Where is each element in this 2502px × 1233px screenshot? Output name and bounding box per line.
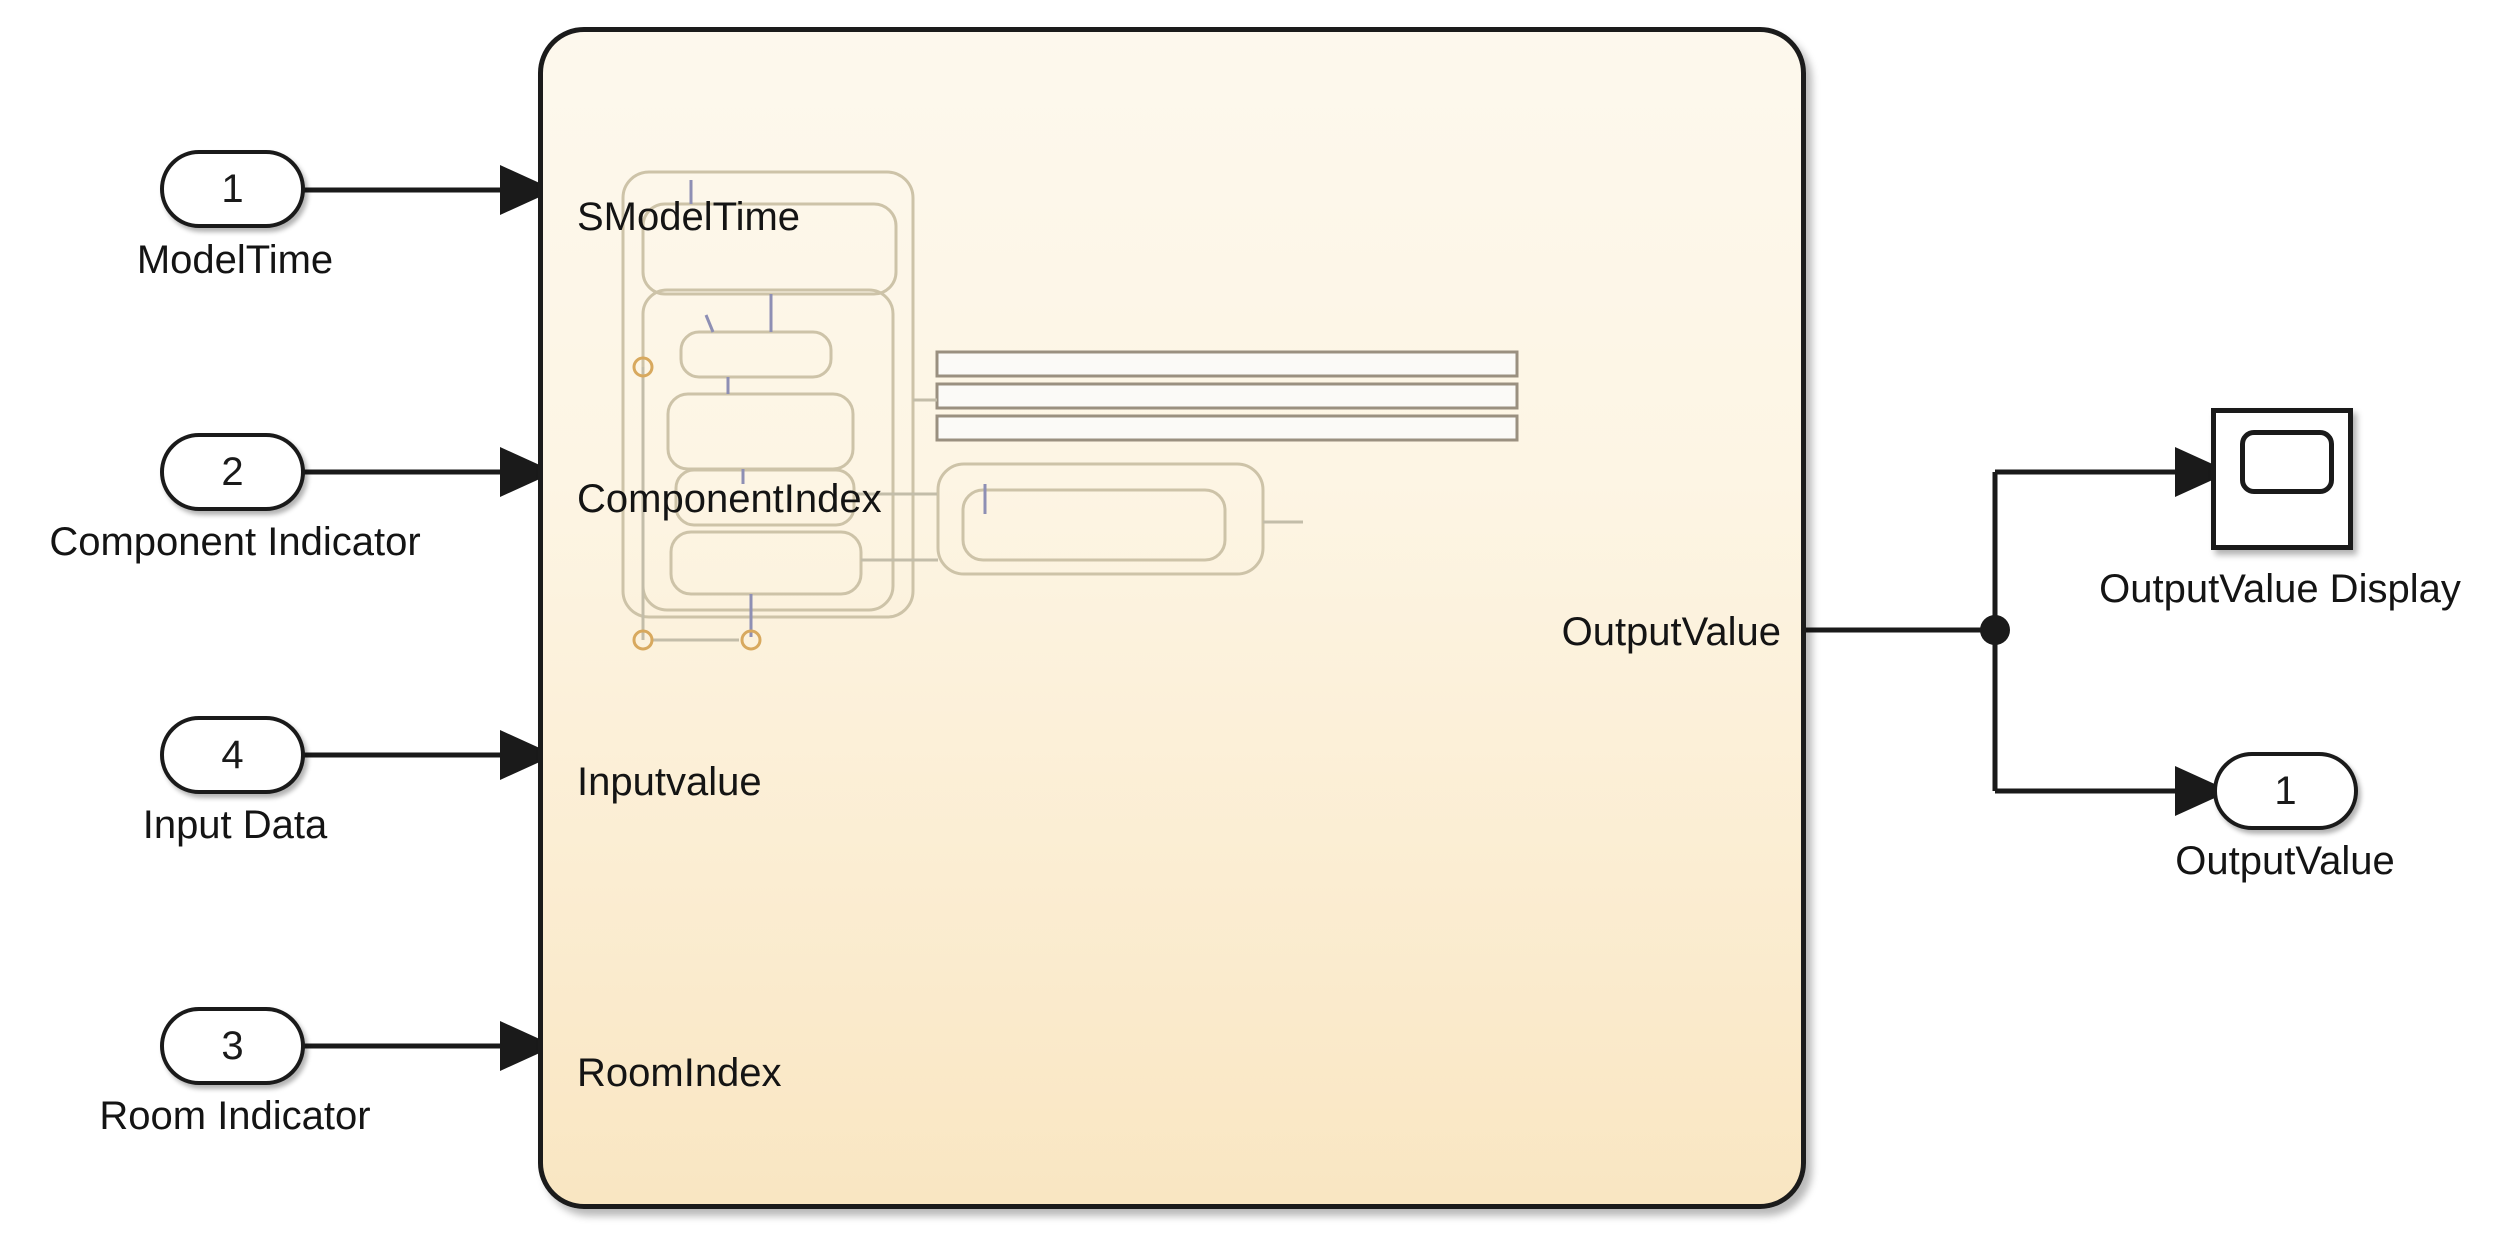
inport-number: 4 (221, 732, 244, 777)
inport-caption-2: Component Indicator (49, 520, 421, 564)
outport-number: 1 (2274, 768, 2297, 813)
inport-number: 2 (221, 449, 244, 494)
inport-caption-3: Room Indicator (99, 1094, 371, 1138)
subsystem-inport-label-roomindex: RoomIndex (577, 1051, 782, 1095)
subsystem-inport-label-componentindex: ComponentIndex (577, 477, 882, 521)
scope-caption: OutputValue Display (2099, 567, 2461, 611)
inport-block-2[interactable]: 2 (160, 433, 305, 511)
signal-branch-junction (1980, 615, 2010, 645)
inport-caption-4: Input Data (142, 803, 328, 847)
inport-block-3[interactable]: 3 (160, 1007, 305, 1085)
stateflow-chart-subsystem-block[interactable]: SModelTime ComponentIndex Inputvalue Roo… (538, 27, 1806, 1209)
inport-number: 3 (221, 1023, 244, 1068)
stateflow-preview-graphic (621, 170, 1519, 651)
inport-caption-1: ModelTime (136, 238, 334, 282)
outport-caption: OutputValue (2175, 839, 2395, 883)
subsystem-inport-label-smodeltime: SModelTime (577, 195, 801, 239)
scope-icon (2240, 430, 2334, 494)
inport-block-1[interactable]: 1 (160, 150, 305, 228)
scope-block[interactable] (2211, 408, 2353, 550)
subsystem-inport-label-inputvalue: Inputvalue (577, 760, 762, 804)
subsystem-outport-label-outputvalue: OutputValue (1561, 610, 1781, 654)
inport-number: 1 (221, 166, 244, 211)
outport-block-1[interactable]: 1 (2213, 752, 2358, 830)
inport-block-4[interactable]: 4 (160, 716, 305, 794)
